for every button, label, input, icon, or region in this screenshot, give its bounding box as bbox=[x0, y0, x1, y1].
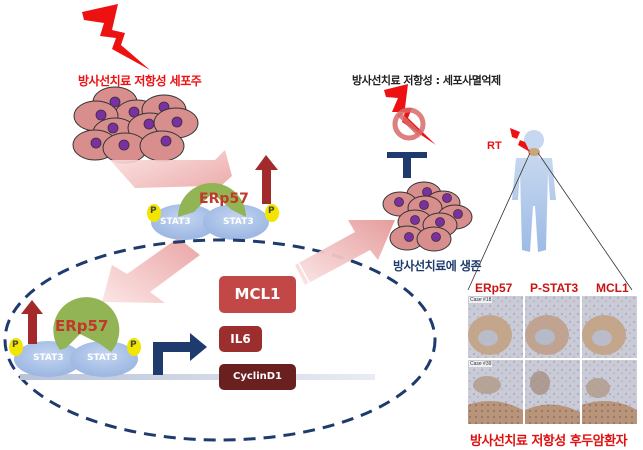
stat3-right-shape bbox=[203, 204, 269, 240]
cell bbox=[139, 130, 185, 162]
ihc-tile bbox=[582, 360, 637, 424]
stat3-left-shape bbox=[151, 204, 217, 240]
survival-label: 방사선치료에 생존 bbox=[393, 259, 482, 273]
nucleus-boundary bbox=[3, 238, 437, 442]
gene-cyclind1: CyclinD1 bbox=[219, 364, 296, 390]
phospho-left-label-top: P bbox=[150, 206, 157, 216]
erp57-label-nucleus: ERp57 bbox=[55, 317, 109, 335]
inhibition-bar-icon bbox=[387, 152, 427, 178]
stat3-right-label-top: STAT3 bbox=[223, 217, 254, 227]
pink-arrow-3 bbox=[295, 220, 395, 285]
up-arrow-icon bbox=[255, 155, 278, 204]
phospho-right bbox=[127, 338, 141, 356]
stat3-left-shape bbox=[14, 341, 82, 377]
complex-top bbox=[147, 155, 279, 240]
patients-label: 방사선치료 저항성 후두암환자 bbox=[470, 434, 628, 449]
zoom-line-right bbox=[537, 152, 633, 291]
stat3-right-label-nucleus: STAT3 bbox=[87, 353, 118, 363]
cell bbox=[102, 132, 148, 164]
ihc-column-erp57: ERp57 bbox=[475, 281, 513, 295]
rt-lightning-icon bbox=[510, 128, 530, 152]
lightning-icon bbox=[384, 84, 436, 145]
resistant-cell-cluster bbox=[72, 86, 199, 164]
ihc-tile bbox=[525, 296, 580, 358]
zoom-line-left bbox=[467, 152, 531, 291]
phospho-left-label-nucleus: P bbox=[12, 340, 19, 350]
stat3-left-label-top: STAT3 bbox=[160, 217, 191, 227]
arrow-stripe bbox=[292, 264, 306, 288]
ihc-row-case39: Case #39 bbox=[469, 361, 493, 367]
phospho-right-label-top: P bbox=[268, 206, 275, 216]
ihc-tile bbox=[468, 296, 523, 358]
erp57-shape bbox=[178, 183, 246, 217]
gene-il6: IL6 bbox=[219, 326, 262, 352]
erp57-label-top: ERp57 bbox=[199, 191, 249, 207]
phospho-right-label-nucleus: P bbox=[130, 340, 137, 350]
phospho-left bbox=[147, 204, 161, 222]
ihc-tile bbox=[582, 296, 637, 358]
arrow-stripe bbox=[297, 261, 311, 285]
prohibition-icon bbox=[392, 107, 426, 141]
ihc-tile bbox=[525, 360, 580, 424]
patient-body-icon bbox=[512, 130, 556, 252]
stat3-left-label-nucleus: STAT3 bbox=[33, 353, 64, 363]
surviving-cell-cluster bbox=[382, 181, 473, 252]
up-arrow-icon bbox=[21, 300, 43, 344]
ihc-tile bbox=[468, 360, 523, 424]
pink-arrow-1 bbox=[110, 150, 232, 200]
dna-strand bbox=[20, 374, 375, 380]
phospho-right bbox=[265, 204, 279, 222]
tumor-site bbox=[528, 148, 540, 156]
rt-label: RT bbox=[487, 140, 502, 152]
resistance-inhibition-label: 방사선치료 저항성 : 세포사멸억제 bbox=[352, 74, 501, 87]
transcription-arrow-icon bbox=[153, 333, 207, 375]
gene-mcl1: MCL1 bbox=[219, 276, 296, 313]
resistant-cell-line-label: 방사선치료 저항성 세포주 bbox=[78, 74, 202, 88]
ihc-column-pstat3: P-STAT3 bbox=[530, 281, 579, 295]
complex-nucleus bbox=[9, 297, 141, 377]
lightning-icon bbox=[82, 4, 150, 70]
ihc-grid bbox=[468, 296, 637, 424]
pink-arrow-2 bbox=[102, 238, 200, 303]
stat3-right-shape bbox=[70, 341, 138, 377]
erp57-shape bbox=[53, 297, 120, 352]
phospho-left bbox=[9, 338, 23, 356]
ihc-row-case18: Case #18 bbox=[469, 297, 493, 303]
ihc-column-mcl1: MCL1 bbox=[596, 281, 629, 295]
cell bbox=[416, 226, 452, 252]
